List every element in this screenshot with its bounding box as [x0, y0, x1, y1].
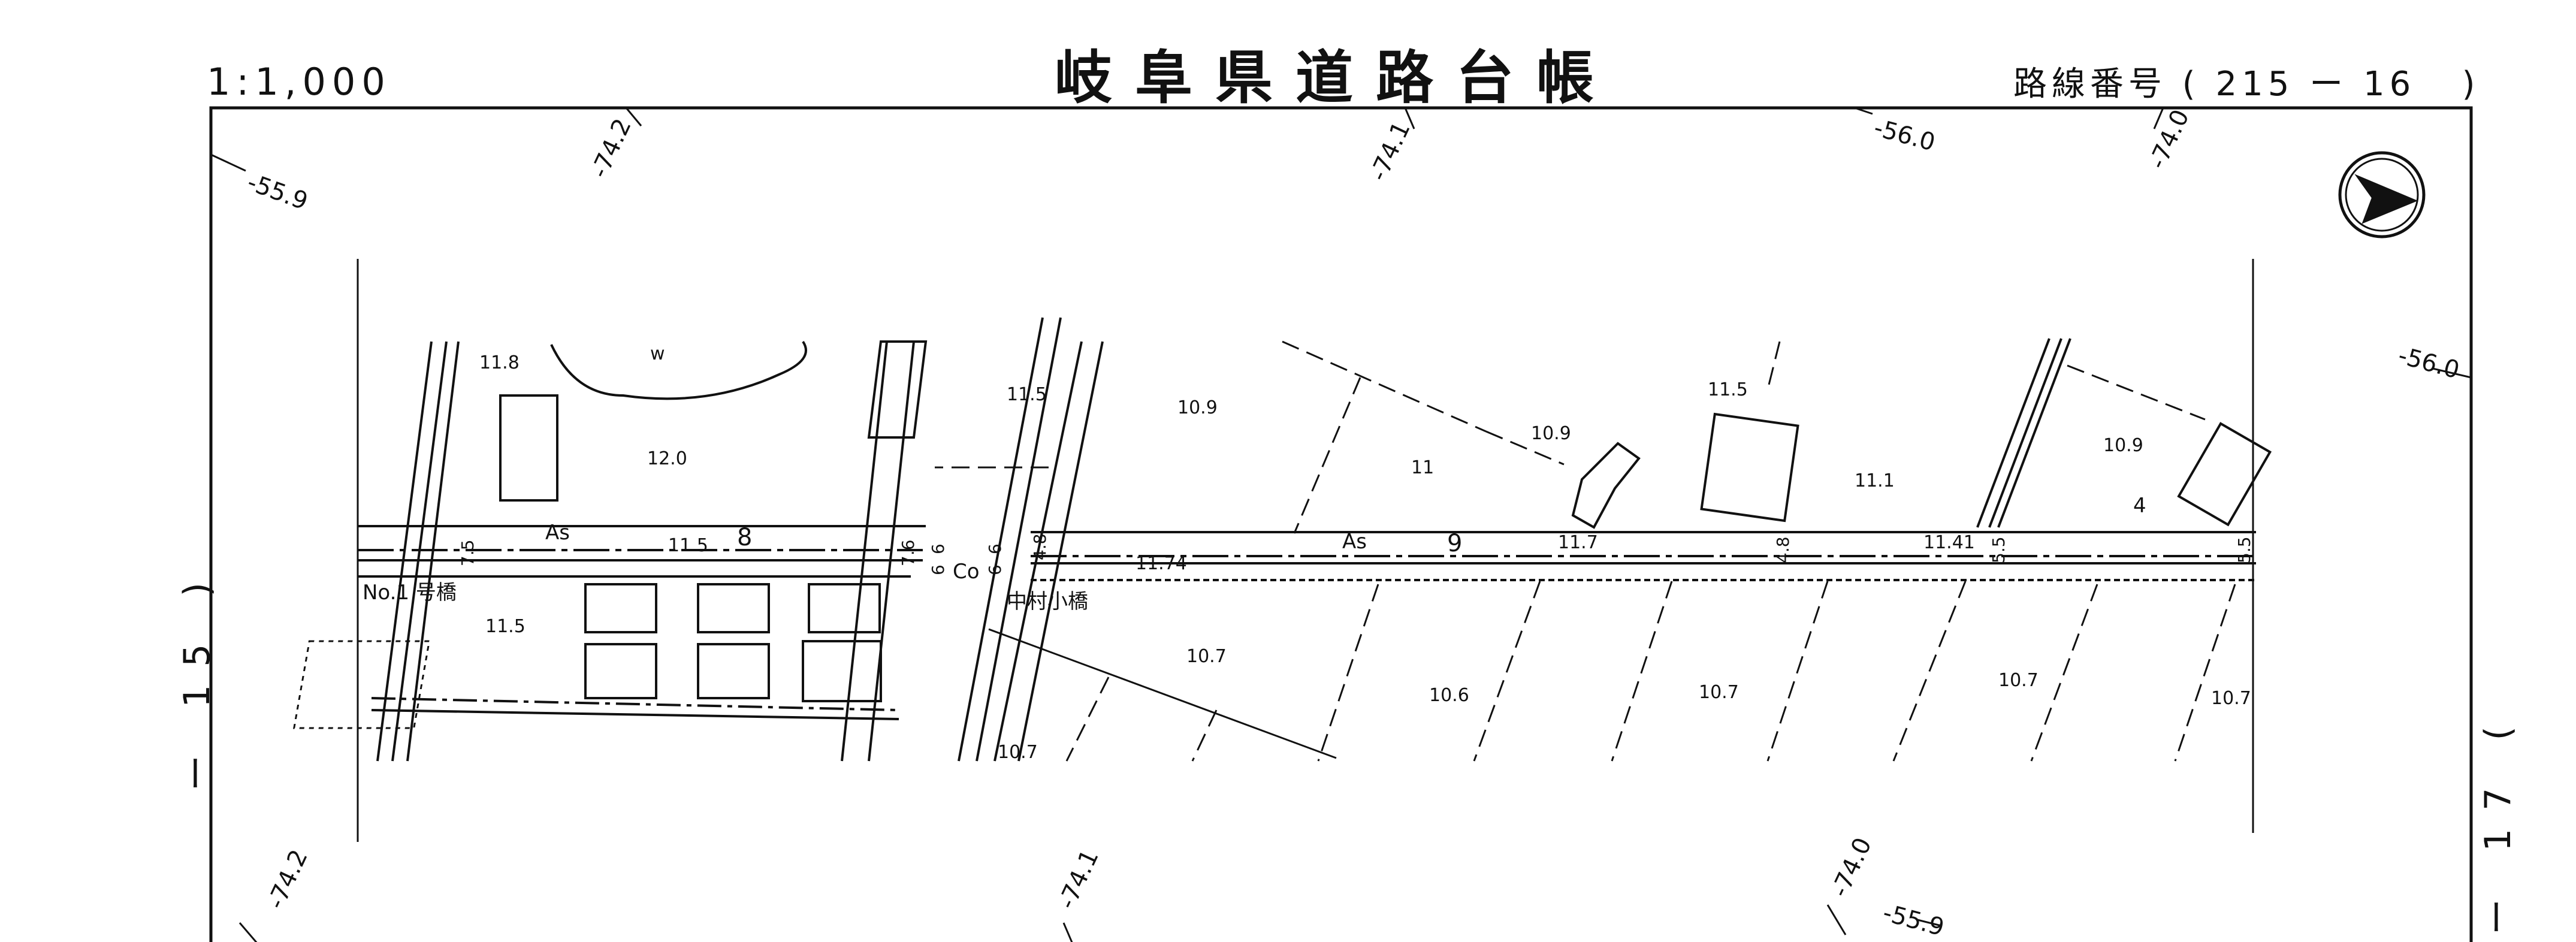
elevation-label: 11.5	[668, 535, 708, 556]
river-channel	[841, 317, 1104, 762]
contour-label: -74.0	[1826, 834, 1877, 901]
contour-label: -74.1	[1053, 846, 1104, 913]
elevation-label: 11.5	[1007, 384, 1047, 405]
elevation-label: 10.9	[1531, 423, 1571, 444]
north-arrow-icon	[2338, 151, 2426, 238]
elevation-label: 10.9	[1177, 397, 1218, 418]
parcel-lines	[935, 340, 2236, 762]
building	[499, 394, 558, 502]
left-channel	[376, 341, 460, 762]
building	[867, 340, 928, 439]
width-label: 6	[985, 544, 1005, 554]
contour-ticks	[210, 107, 2472, 942]
elevation-label: 10.7	[2211, 688, 2251, 709]
contour-label: -74.0	[2143, 105, 2194, 173]
chainage-label: 8	[737, 524, 752, 551]
elevation-label: 11.41	[1923, 532, 1975, 553]
contour-label: -74.2	[262, 846, 313, 913]
page-title: 岐阜県道路台帳	[1055, 44, 1617, 111]
elevation-label: 11.5	[485, 616, 526, 637]
building	[697, 583, 770, 633]
building	[2177, 422, 2272, 527]
contour-label: -74.1	[1364, 117, 1415, 185]
road-surface-label: As	[545, 521, 570, 545]
waterway	[371, 709, 899, 720]
elevation-label: 10.7	[1998, 670, 2039, 691]
building	[584, 643, 657, 699]
route-number: 路線番号 ( 215 ー 16 )	[2013, 65, 2480, 104]
road-edges	[358, 525, 2256, 581]
width-label: 7.5	[458, 539, 478, 566]
road-surface-label: As	[1342, 530, 1367, 554]
elevation-label: 11.8	[479, 352, 520, 373]
elevation-label: 10.7	[1186, 646, 1227, 667]
chainage-label: 9	[1447, 530, 1462, 557]
bridge-name-label: 中村小橋	[1007, 590, 1088, 614]
contour-label: -55.9	[244, 168, 312, 216]
building	[697, 643, 770, 699]
width-label: 5.5	[1989, 536, 2009, 563]
width-label: 6	[985, 564, 1005, 575]
building	[808, 583, 881, 633]
width-label: 4.8	[1030, 533, 1050, 560]
elevation-label: 11.74	[1136, 553, 1187, 574]
contour-label: -55.9	[1880, 899, 1947, 941]
pond-label: w	[650, 343, 665, 364]
elevation-label: 11.7	[1558, 532, 1598, 553]
contour-label: -56.0	[1871, 114, 1938, 156]
elevation-label: 11.5	[1708, 379, 1748, 400]
width-label: 6	[928, 564, 948, 575]
garden-plot	[292, 640, 431, 729]
contour-label: -56.0	[2395, 342, 2462, 384]
elevation-label: 12.0	[647, 448, 687, 469]
elevation-label: 11.1	[1855, 470, 1895, 491]
waterway	[371, 697, 899, 711]
lot-boundary	[988, 628, 1337, 759]
building	[584, 583, 657, 633]
width-label: 4.8	[1773, 536, 1793, 563]
point-label: 4	[2133, 494, 2146, 518]
elevation-label: 10.7	[1699, 682, 1739, 703]
bridge-name-label: No.1 号橋	[363, 581, 457, 605]
elevation-label: 10.6	[1429, 685, 1469, 706]
width-label: 6	[928, 544, 948, 554]
elevation-label: 11	[1411, 457, 1434, 478]
building	[802, 640, 882, 702]
map-scale: 1:1,000	[207, 60, 391, 104]
width-label: 5.5	[2234, 536, 2254, 563]
pond-outline	[550, 340, 807, 400]
building	[1571, 442, 1641, 529]
width-label: 7.6	[898, 539, 918, 566]
map-frame	[209, 106, 2473, 942]
bridge-surface-label: Co	[953, 560, 980, 584]
elevation-label: 10.9	[2103, 435, 2143, 456]
elevation-label: 10.7	[998, 742, 1038, 763]
building	[1700, 412, 1799, 523]
contour-label: -74.2	[585, 114, 636, 182]
right-channel	[1976, 338, 2071, 528]
